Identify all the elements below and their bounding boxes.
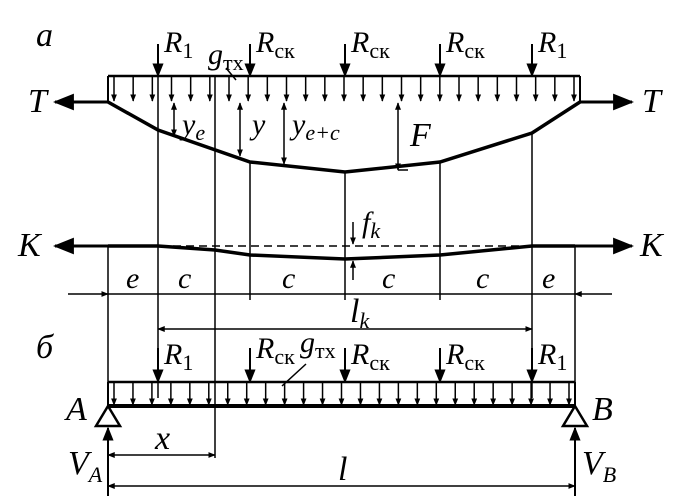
load-label-b-1: R1 <box>163 338 193 375</box>
load-arrows-a <box>152 44 538 78</box>
segment-e-left: e <box>126 262 139 295</box>
load-label-b-3: Rск <box>350 338 390 375</box>
segment-e-right: e <box>542 262 555 295</box>
support-A-label: A <box>64 391 87 428</box>
tie-left-label: K <box>17 227 43 264</box>
x-label: x <box>154 420 170 457</box>
support-right <box>560 403 590 428</box>
y-e-label: ye <box>179 108 205 145</box>
load-arrows-b <box>152 348 538 384</box>
lk-label: lk <box>350 293 370 333</box>
segment-c-2: c <box>282 262 295 295</box>
segment-c-3: c <box>382 262 395 295</box>
load-label-a-4: Rск <box>445 26 485 63</box>
reaction-A-label: VA <box>68 445 103 487</box>
load-label-b-2: Rск <box>255 332 295 369</box>
tie-line <box>52 237 635 261</box>
panel-a-label: а <box>36 17 53 54</box>
tension-left-label: T <box>28 83 49 120</box>
load-label-a-1: R1 <box>163 26 193 63</box>
segment-c-4: c <box>476 262 489 295</box>
y-ec-label: ye+c <box>289 108 340 145</box>
load-label-a-3: Rск <box>350 26 390 63</box>
panel-b-label: б <box>36 329 55 366</box>
y-dimensions <box>171 102 408 171</box>
support-left <box>93 403 123 428</box>
segment-c-1: c <box>178 262 191 295</box>
tie-right-label: K <box>639 227 665 264</box>
force-F-label: F <box>409 117 432 154</box>
reaction-B-label: VB <box>582 445 616 487</box>
fk-label: fk <box>362 206 381 243</box>
y-label: y <box>249 108 266 141</box>
load-label-b-4: Rск <box>445 338 485 375</box>
tension-right-label: T <box>642 83 663 120</box>
l-label: l <box>338 451 347 488</box>
load-label-b-5: R1 <box>537 338 567 375</box>
load-label-a-2: Rск <box>255 26 295 63</box>
load-label-a-5: R1 <box>537 26 567 63</box>
dist-load-label-a: gтх <box>208 38 244 75</box>
support-B-label: B <box>592 391 613 428</box>
cable-line <box>52 93 635 174</box>
dist-load-b <box>107 380 576 406</box>
dist-load-a <box>107 74 581 102</box>
dist-load-label-b: gтх <box>300 326 336 363</box>
vertical-guides <box>107 76 576 458</box>
